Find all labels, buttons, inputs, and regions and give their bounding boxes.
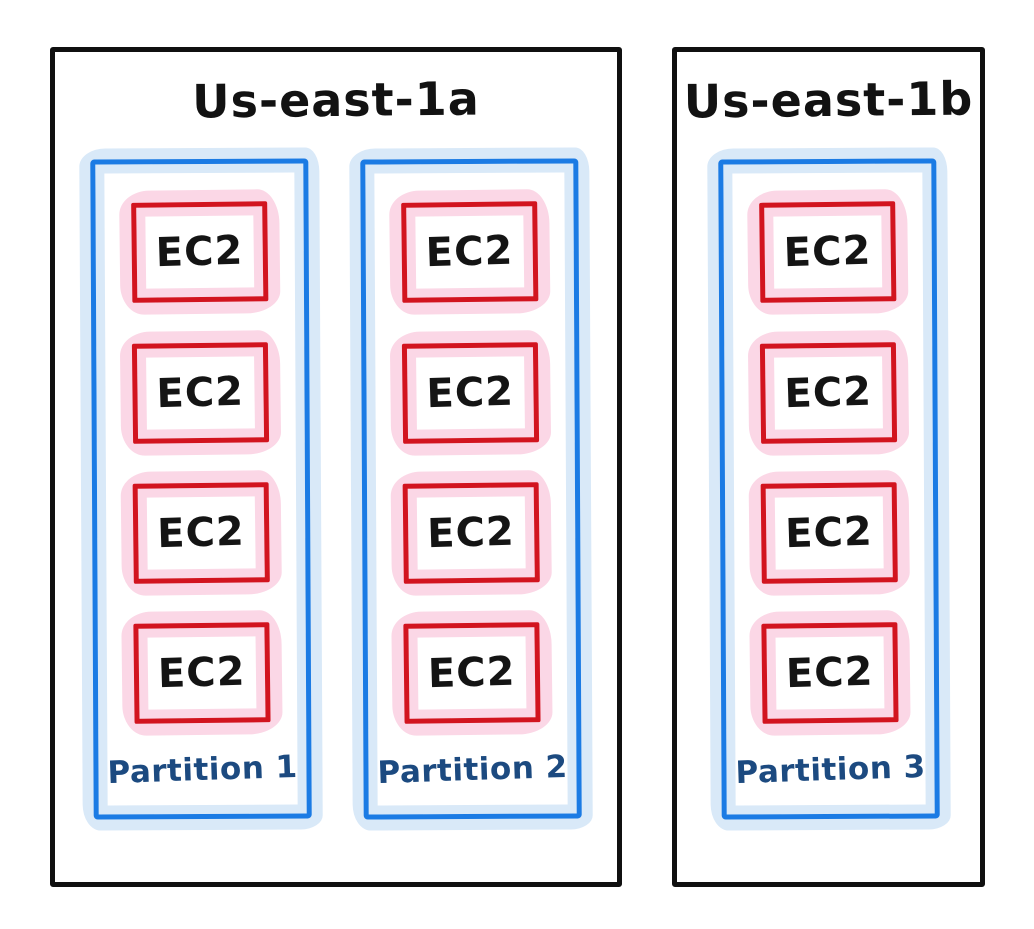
ec2-instance-highlight: EC2 — [389, 329, 552, 456]
ec2-label: EC2 — [782, 228, 872, 277]
ec2-instance-box: EC2 — [402, 482, 540, 584]
ec2-label: EC2 — [783, 368, 873, 417]
ec2-instance-highlight: EC2 — [390, 470, 552, 596]
partition-label: Partition 2 — [376, 748, 569, 791]
ec2-label: EC2 — [425, 228, 515, 277]
ec2-instance-box: EC2 — [401, 341, 540, 444]
ec2-instance-highlight: EC2 — [747, 470, 910, 596]
ec2-label: EC2 — [426, 508, 516, 558]
ec2-label: EC2 — [155, 228, 245, 277]
ec2-label: EC2 — [784, 508, 874, 558]
partition-1-highlight: EC2 EC2 EC2 EC — [79, 147, 323, 831]
ec2-instance-box: EC2 — [132, 482, 270, 584]
ec2-instance-box: EC2 — [758, 201, 896, 304]
availability-zone-us-east-1b: Us-east-1b EC2 EC2 — [672, 47, 985, 887]
ec2-instance-highlight: EC2 — [119, 329, 282, 456]
ec2-instance-box: EC2 — [760, 622, 899, 725]
ec2-instance-box: EC2 — [401, 201, 539, 304]
zone-title: Us-east-1a — [191, 71, 481, 129]
partition-label: Partition 1 — [106, 748, 299, 791]
ec2-label: EC2 — [427, 649, 517, 698]
partition-2: EC2 EC2 EC2 EC — [360, 158, 582, 820]
ec2-instance-highlight: EC2 — [119, 189, 281, 316]
ec2-label: EC2 — [157, 649, 247, 698]
partition-row: EC2 EC2 EC2 EC — [677, 147, 980, 882]
partition-1: EC2 EC2 EC2 EC — [90, 158, 312, 820]
ec2-instance-box: EC2 — [131, 201, 269, 304]
ec2-instance-highlight: EC2 — [121, 610, 283, 737]
ec2-instance-box: EC2 — [131, 341, 270, 444]
ec2-instance-box: EC2 — [403, 622, 541, 725]
ec2-label: EC2 — [156, 508, 246, 558]
zone-title: Us-east-1b — [683, 71, 974, 129]
ec2-instance-highlight: EC2 — [748, 610, 911, 737]
ec2-instance-highlight: EC2 — [391, 610, 553, 737]
partition-3-highlight: EC2 EC2 EC2 EC — [706, 147, 951, 831]
ec2-instance-highlight: EC2 — [120, 470, 282, 596]
ec2-label: EC2 — [426, 368, 515, 417]
availability-zone-us-east-1a: Us-east-1a EC2 EC2 — [50, 47, 622, 887]
ec2-instance-box: EC2 — [759, 341, 897, 444]
partition-row: EC2 EC2 EC2 EC — [55, 147, 617, 882]
partition-3: EC2 EC2 EC2 EC — [717, 158, 940, 820]
ec2-instance-highlight: EC2 — [746, 189, 909, 316]
partition-label: Partition 3 — [734, 748, 926, 791]
ec2-label: EC2 — [156, 368, 245, 417]
ec2-instance-highlight: EC2 — [747, 329, 909, 456]
partition-2-highlight: EC2 EC2 EC2 EC — [349, 147, 593, 831]
ec2-instance-box: EC2 — [760, 482, 898, 584]
ec2-instance-highlight: EC2 — [389, 189, 551, 316]
ec2-label: EC2 — [785, 649, 874, 698]
ec2-instance-box: EC2 — [133, 622, 271, 725]
